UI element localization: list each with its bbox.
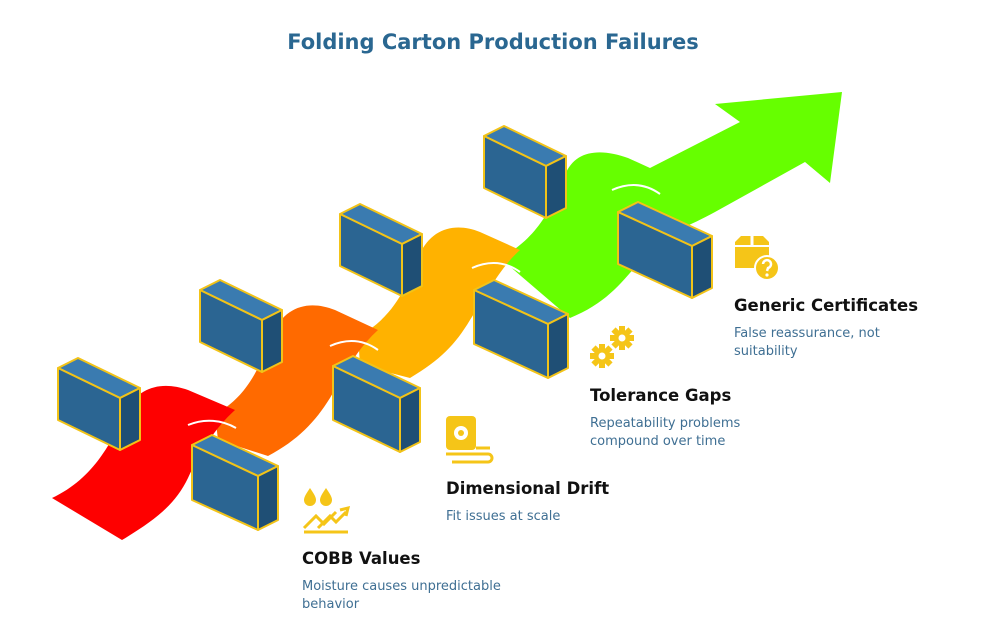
item-heading: Tolerance Gaps xyxy=(590,386,732,405)
item-heading: Dimensional Drift xyxy=(446,479,610,498)
roller-blocks xyxy=(57,125,713,531)
item-cobb-values: COBB Values Moisture causes unpredictabl… xyxy=(302,549,562,614)
item-description: Repeatability problems compound over tim… xyxy=(590,416,741,449)
item-description: Fit issues at scale xyxy=(446,509,561,524)
ribbon-highlights xyxy=(187,184,661,429)
moisture-droplets-trend-icon xyxy=(302,486,352,538)
box-question-icon xyxy=(733,234,783,286)
tape-measure-icon xyxy=(444,414,494,468)
diagram-title: Folding Carton Production Failures xyxy=(287,30,699,54)
item-description: False reassurance, not suitability xyxy=(734,326,880,359)
item-description: Moisture causes unpredictable behavior xyxy=(302,579,501,612)
item-heading: Generic Certificates xyxy=(734,296,919,315)
item-heading: COBB Values xyxy=(302,549,421,568)
item-generic-certificates: Generic Certificates False reassurance, … xyxy=(734,296,974,361)
gears-icon xyxy=(588,324,638,374)
item-dimensional-drift: Dimensional Drift Fit issues at scale xyxy=(446,479,706,526)
stage-4-ribbon xyxy=(500,92,842,318)
item-tolerance-gaps: Tolerance Gaps Repeatability problems co… xyxy=(590,386,830,451)
